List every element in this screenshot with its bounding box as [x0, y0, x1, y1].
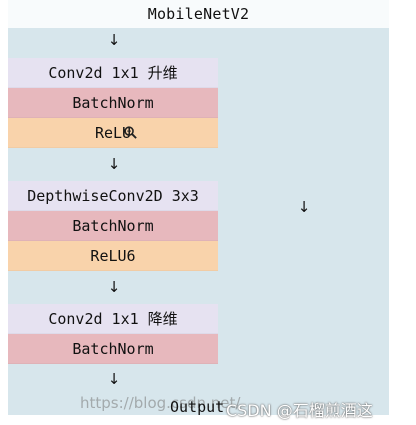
batchnorm-block-1: BatchNorm — [8, 88, 218, 118]
down-arrow-icon: ↓ — [107, 155, 121, 173]
diagram-title: MobileNetV2 — [8, 0, 389, 28]
relu-label: ReLU — [94, 123, 132, 142]
source-credit: CSDN @石榴煎酒这 — [226, 401, 373, 420]
down-arrow-icon: ↓ — [107, 370, 121, 388]
relu-block: ReLU — [8, 118, 218, 148]
conv-expand-block: Conv2d 1x1 升维 — [8, 58, 218, 88]
conv-project-block: Conv2d 1x1 降维 — [8, 304, 218, 334]
magnifier-icon — [124, 126, 137, 139]
output-label: Output — [170, 398, 225, 416]
down-arrow-icon: ↓ — [297, 198, 311, 216]
batchnorm-block-3: BatchNorm — [8, 334, 218, 364]
right-margin — [389, 0, 416, 425]
relu6-block: ReLU6 — [8, 241, 218, 271]
batchnorm-block-2: BatchNorm — [8, 211, 218, 241]
depthwise-block: DepthwiseConv2D 3x3 — [8, 181, 218, 211]
watermark-url: https://blog.csdn.net/ — [80, 394, 241, 412]
down-arrow-icon: ↓ — [107, 278, 121, 296]
down-arrow-icon: ↓ — [107, 31, 121, 49]
